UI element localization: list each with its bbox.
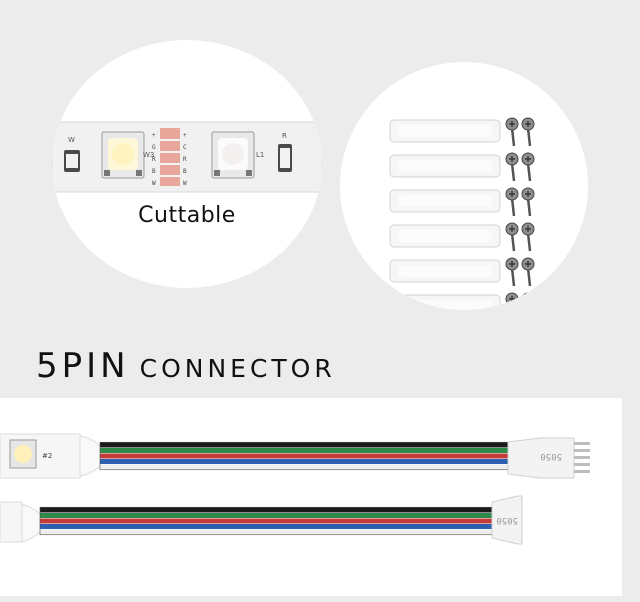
screw (521, 117, 535, 147)
connector-cables: #2 5050 5050 (0, 433, 590, 545)
product-headline: 5PIN CONNECTOR (36, 346, 336, 386)
led-white: W3 (101, 131, 154, 179)
svg-text:G: G (152, 144, 156, 151)
plug-marker: 5050 (540, 451, 562, 461)
ribbon-cable-bottom (39, 506, 493, 536)
resistor-label-left: W (68, 136, 75, 144)
headline-connector: CONNECTOR (139, 354, 336, 383)
strip-closeup-circle: W W3 + G R B W + C R (52, 40, 322, 288)
svg-text:W: W (152, 180, 156, 187)
screw (505, 222, 519, 252)
svg-text:R: R (183, 156, 187, 163)
clip-5 (389, 259, 501, 283)
resistor-right: R (278, 132, 292, 172)
svg-text:B: B (152, 168, 156, 175)
screw (521, 222, 535, 252)
headline-5pin: 5PIN (36, 346, 130, 386)
svg-text:C: C (183, 144, 187, 151)
mounting-clips-with-screws (389, 117, 535, 310)
svg-text:B: B (183, 168, 187, 175)
screw (505, 292, 519, 310)
screw (521, 152, 535, 182)
svg-text:+: + (152, 132, 156, 139)
clip-3 (389, 189, 501, 213)
screw (521, 257, 535, 287)
screw (505, 187, 519, 217)
screw (521, 187, 535, 217)
strip-segment-bottom (0, 501, 41, 543)
resistor-left: W (64, 136, 80, 172)
clip-2 (389, 154, 501, 178)
led-strip-closeup: W W3 + G R B W + C R (52, 121, 322, 193)
clip-6 (389, 294, 501, 310)
clip-1 (389, 119, 501, 143)
cuttable-label: Cuttable (138, 203, 236, 228)
ribbon-cable-top (99, 441, 509, 471)
plug-female: 5050 (491, 495, 523, 545)
clips-circle (340, 62, 588, 310)
strip-segment-top: #2 (0, 433, 101, 479)
screw (505, 152, 519, 182)
led-marker: W3 (143, 151, 154, 159)
screw (505, 117, 519, 147)
led-rgb: L1 (211, 131, 264, 179)
clip-4 (389, 224, 501, 248)
plug-male: 5050 (507, 437, 590, 479)
marker-right: L1 (256, 151, 264, 159)
plug-marker-bottom: 5050 (496, 515, 518, 525)
cut-pads: + G R B W + C R B W (152, 128, 187, 187)
svg-text:+: + (183, 132, 187, 139)
board-marker: #2 (42, 452, 52, 460)
connector-photo-panel: #2 5050 5050 (0, 398, 622, 596)
screw (521, 292, 535, 310)
svg-text:W: W (183, 180, 187, 187)
screw (505, 257, 519, 287)
resistor-label-right: R (282, 132, 287, 140)
svg-text:R: R (152, 156, 156, 163)
